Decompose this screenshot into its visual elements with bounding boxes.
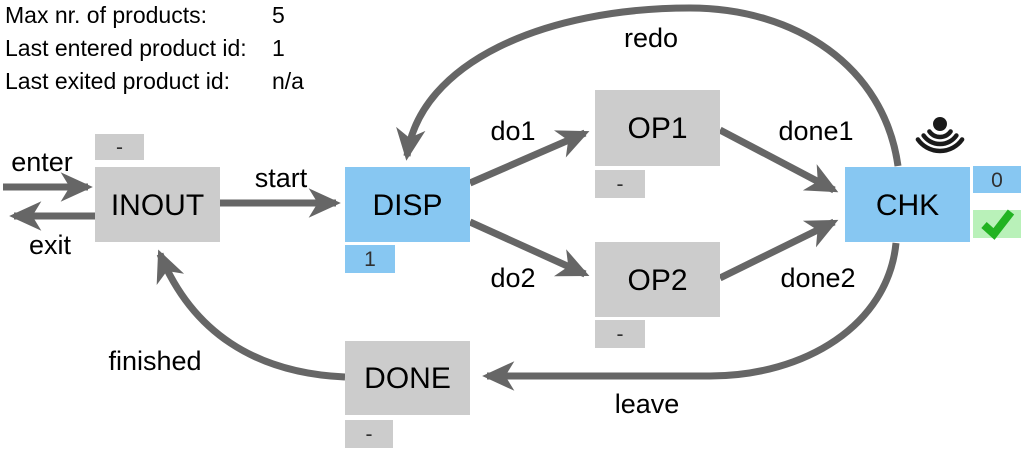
edge-redo [396, 4, 902, 167]
edge-done2 [718, 218, 839, 282]
node-op2[interactable] [595, 242, 720, 317]
node-done-label: DONE [364, 362, 451, 395]
check-icon [981, 209, 1015, 240]
info-row-value: n/a [272, 68, 304, 94]
signal-arc-2 [921, 133, 959, 147]
node-disp[interactable] [345, 167, 470, 242]
info-panel: Max nr. of products: 5 Last entered prod… [5, 2, 304, 94]
edge-finished [156, 249, 346, 381]
edge-do2 [468, 218, 590, 278]
edge-done2-label: done2 [780, 263, 855, 293]
node-inout-token-badge [95, 134, 144, 160]
node-op1-token-value: - [617, 173, 624, 196]
node-inout[interactable] [95, 167, 220, 242]
node-op1-token-badge [595, 170, 645, 198]
info-row-label: Max nr. of products: [5, 2, 207, 28]
signal-broadcast-icon [915, 117, 965, 154]
node-inout-token-value: - [116, 136, 123, 159]
signal-arc-1 [927, 129, 953, 140]
info-row-label: Last exited product id: [5, 68, 230, 94]
node-done-token-badge [345, 420, 393, 448]
node-done-token-value: - [366, 423, 373, 446]
edge-done1 [718, 126, 839, 194]
node-disp-token-value: 1 [364, 248, 376, 271]
edge-labels: enter exit start do1 do2 done1 done2 red… [11, 23, 855, 419]
node-disp-label: DISP [372, 189, 442, 222]
edge-do2-label: do2 [490, 263, 535, 293]
node-op1[interactable] [595, 90, 720, 166]
edge-do1 [468, 129, 590, 187]
node-chk-label: CHK [876, 189, 939, 222]
node-op1-label: OP1 [627, 112, 687, 145]
chk-counter-badge [973, 166, 1021, 193]
edge-leave-label: leave [615, 389, 680, 419]
edge-enter-label: enter [11, 147, 73, 177]
info-row-label: Last entered product id: [5, 35, 247, 61]
edge-done1-label: done1 [778, 116, 853, 146]
nodes: - INOUT DISP 1 OP1 - OP2 - CHK 0 DONE - [95, 90, 1021, 448]
info-row-value: 5 [272, 2, 285, 28]
edge-leave [482, 242, 900, 391]
edge-exit-label: exit [29, 230, 72, 260]
node-done[interactable] [345, 341, 470, 415]
node-inout-label: INOUT [111, 189, 204, 222]
node-op2-token-badge [595, 320, 645, 348]
node-chk[interactable] [845, 167, 970, 242]
signal-arc-3 [915, 137, 965, 154]
edge-finished-label: finished [108, 346, 201, 376]
node-op2-token-value: - [617, 323, 624, 346]
node-op2-label: OP2 [627, 264, 687, 297]
edge-redo-label: redo [624, 23, 678, 53]
edges [3, 4, 902, 391]
node-disp-token-badge [345, 245, 395, 273]
edge-start-label: start [255, 163, 308, 193]
edge-do1-label: do1 [490, 116, 535, 146]
signal-dot [933, 117, 947, 131]
chk-counter-value: 0 [991, 169, 1003, 192]
info-row-value: 1 [272, 35, 285, 61]
